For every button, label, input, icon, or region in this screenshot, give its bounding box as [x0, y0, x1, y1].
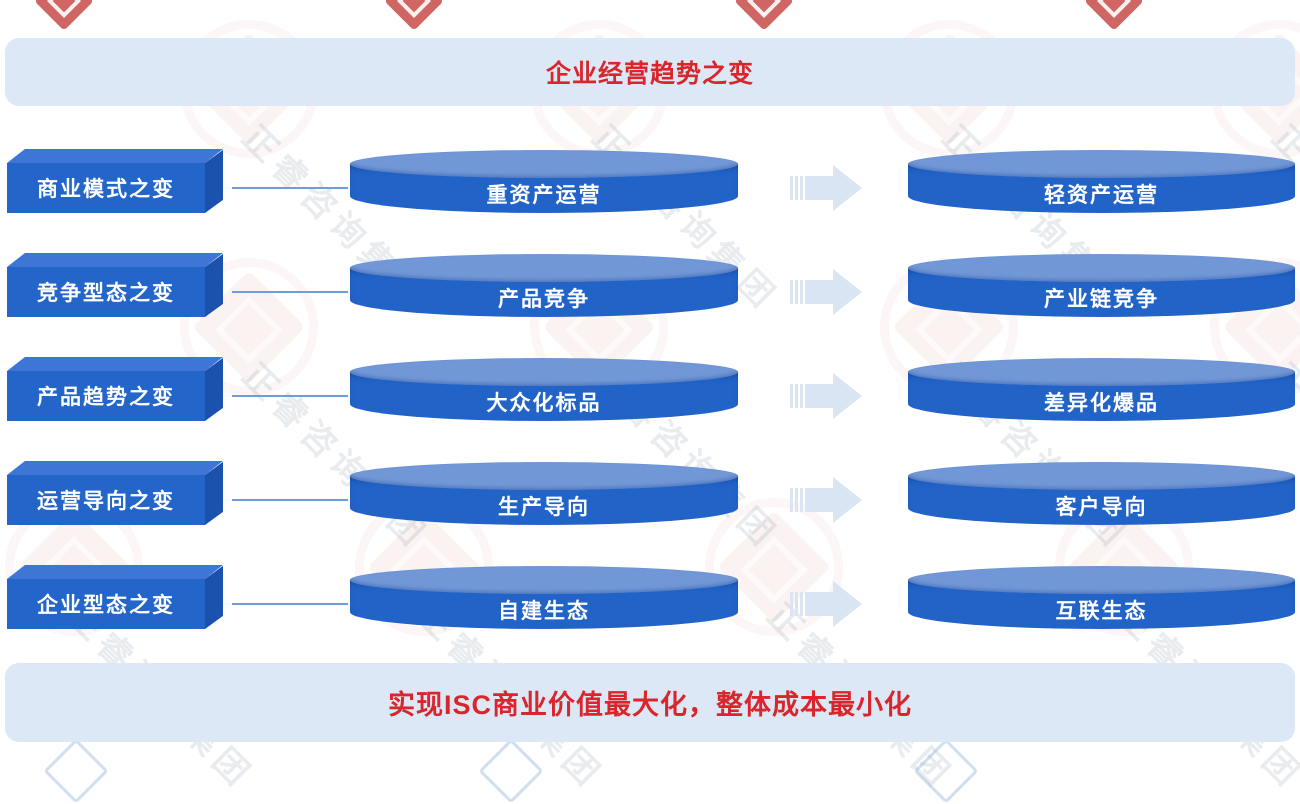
right-arrow-icon: [790, 373, 862, 419]
connector-line: [232, 499, 348, 501]
to-cylinder: 轻资产运营: [908, 150, 1295, 228]
to-cylinder: 差异化爆品: [908, 358, 1295, 436]
right-arrow-icon: [790, 269, 862, 315]
connector-line: [232, 395, 348, 397]
trend-row: 商业模式之变 重资产运营 轻资产运营: [0, 150, 1300, 254]
change-box-label: 竞争型态之变: [37, 282, 175, 305]
to-cylinder: 产业链竞争: [908, 254, 1295, 332]
brand-diamond-icon: [913, 738, 979, 804]
change-box: 商业模式之变: [7, 163, 205, 213]
right-arrow-icon: [790, 165, 862, 211]
to-label: 互联生态: [1055, 599, 1148, 623]
from-label: 重资产运营: [486, 183, 602, 207]
right-arrow-icon: [790, 581, 862, 627]
from-label: 大众化标品: [486, 391, 602, 415]
brand-diamond-icon: [1084, 0, 1144, 31]
cylinder-top: [908, 566, 1295, 594]
cylinder-top: [908, 254, 1295, 282]
cylinder-top: [350, 462, 738, 490]
from-cylinder: 重资产运营: [350, 150, 738, 228]
brand-diamond-icon: [43, 738, 109, 804]
title-banner: 企业经营趋势之变: [5, 38, 1295, 106]
cylinder-top: [350, 358, 738, 386]
change-box-label: 运营导向之变: [37, 490, 175, 513]
change-box-label: 商业模式之变: [37, 178, 175, 201]
trend-row: 竞争型态之变 产品竞争 产业链竞争: [0, 254, 1300, 358]
change-box-label: 产品趋势之变: [37, 386, 175, 409]
footer-banner: 实现ISC商业价值最大化，整体成本最小化: [5, 663, 1295, 742]
brand-diamond-icon: [478, 738, 544, 804]
trend-row: 产品趋势之变 大众化标品 差异化爆品: [0, 358, 1300, 462]
brand-diamond-icon: [384, 0, 444, 31]
right-arrow-icon: [790, 477, 862, 523]
to-label: 产业链竞争: [1044, 287, 1159, 311]
connector-line: [232, 603, 348, 605]
to-cylinder: 互联生态: [908, 566, 1295, 644]
to-cylinder: 客户导向: [908, 462, 1295, 540]
trend-row: 运营导向之变 生产导向 客户导向: [0, 462, 1300, 566]
trend-row: 企业型态之变 自建生态 互联生态: [0, 566, 1300, 670]
cylinder-top: [908, 358, 1295, 386]
change-box: 产品趋势之变: [7, 371, 205, 421]
from-label: 自建生态: [498, 599, 590, 623]
to-label: 轻资产运营: [1044, 183, 1159, 207]
from-cylinder: 产品竞争: [350, 254, 738, 332]
cylinder-top: [350, 150, 738, 178]
from-cylinder: 生产导向: [350, 462, 738, 540]
from-cylinder: 大众化标品: [350, 358, 738, 436]
connector-line: [232, 291, 348, 293]
cylinder-top: [350, 566, 738, 594]
cylinder-top: [908, 462, 1295, 490]
to-label: 差异化爆品: [1044, 391, 1159, 415]
change-box: 运营导向之变: [7, 475, 205, 525]
to-label: 客户导向: [1055, 495, 1148, 519]
cylinder-top: [350, 254, 738, 282]
brand-diamond-icon: [34, 0, 94, 31]
from-cylinder: 自建生态: [350, 566, 738, 644]
from-label: 生产导向: [498, 495, 590, 519]
change-box: 竞争型态之变: [7, 267, 205, 317]
page-title: 企业经营趋势之变: [545, 60, 754, 88]
connector-line: [232, 187, 348, 189]
change-box-label: 企业型态之变: [37, 594, 175, 617]
footer-text: 实现ISC商业价值最大化，整体成本最小化: [387, 690, 912, 720]
from-label: 产品竞争: [498, 287, 590, 311]
change-box: 企业型态之变: [7, 579, 205, 629]
cylinder-top: [908, 150, 1295, 178]
brand-diamond-icon: [734, 0, 794, 31]
